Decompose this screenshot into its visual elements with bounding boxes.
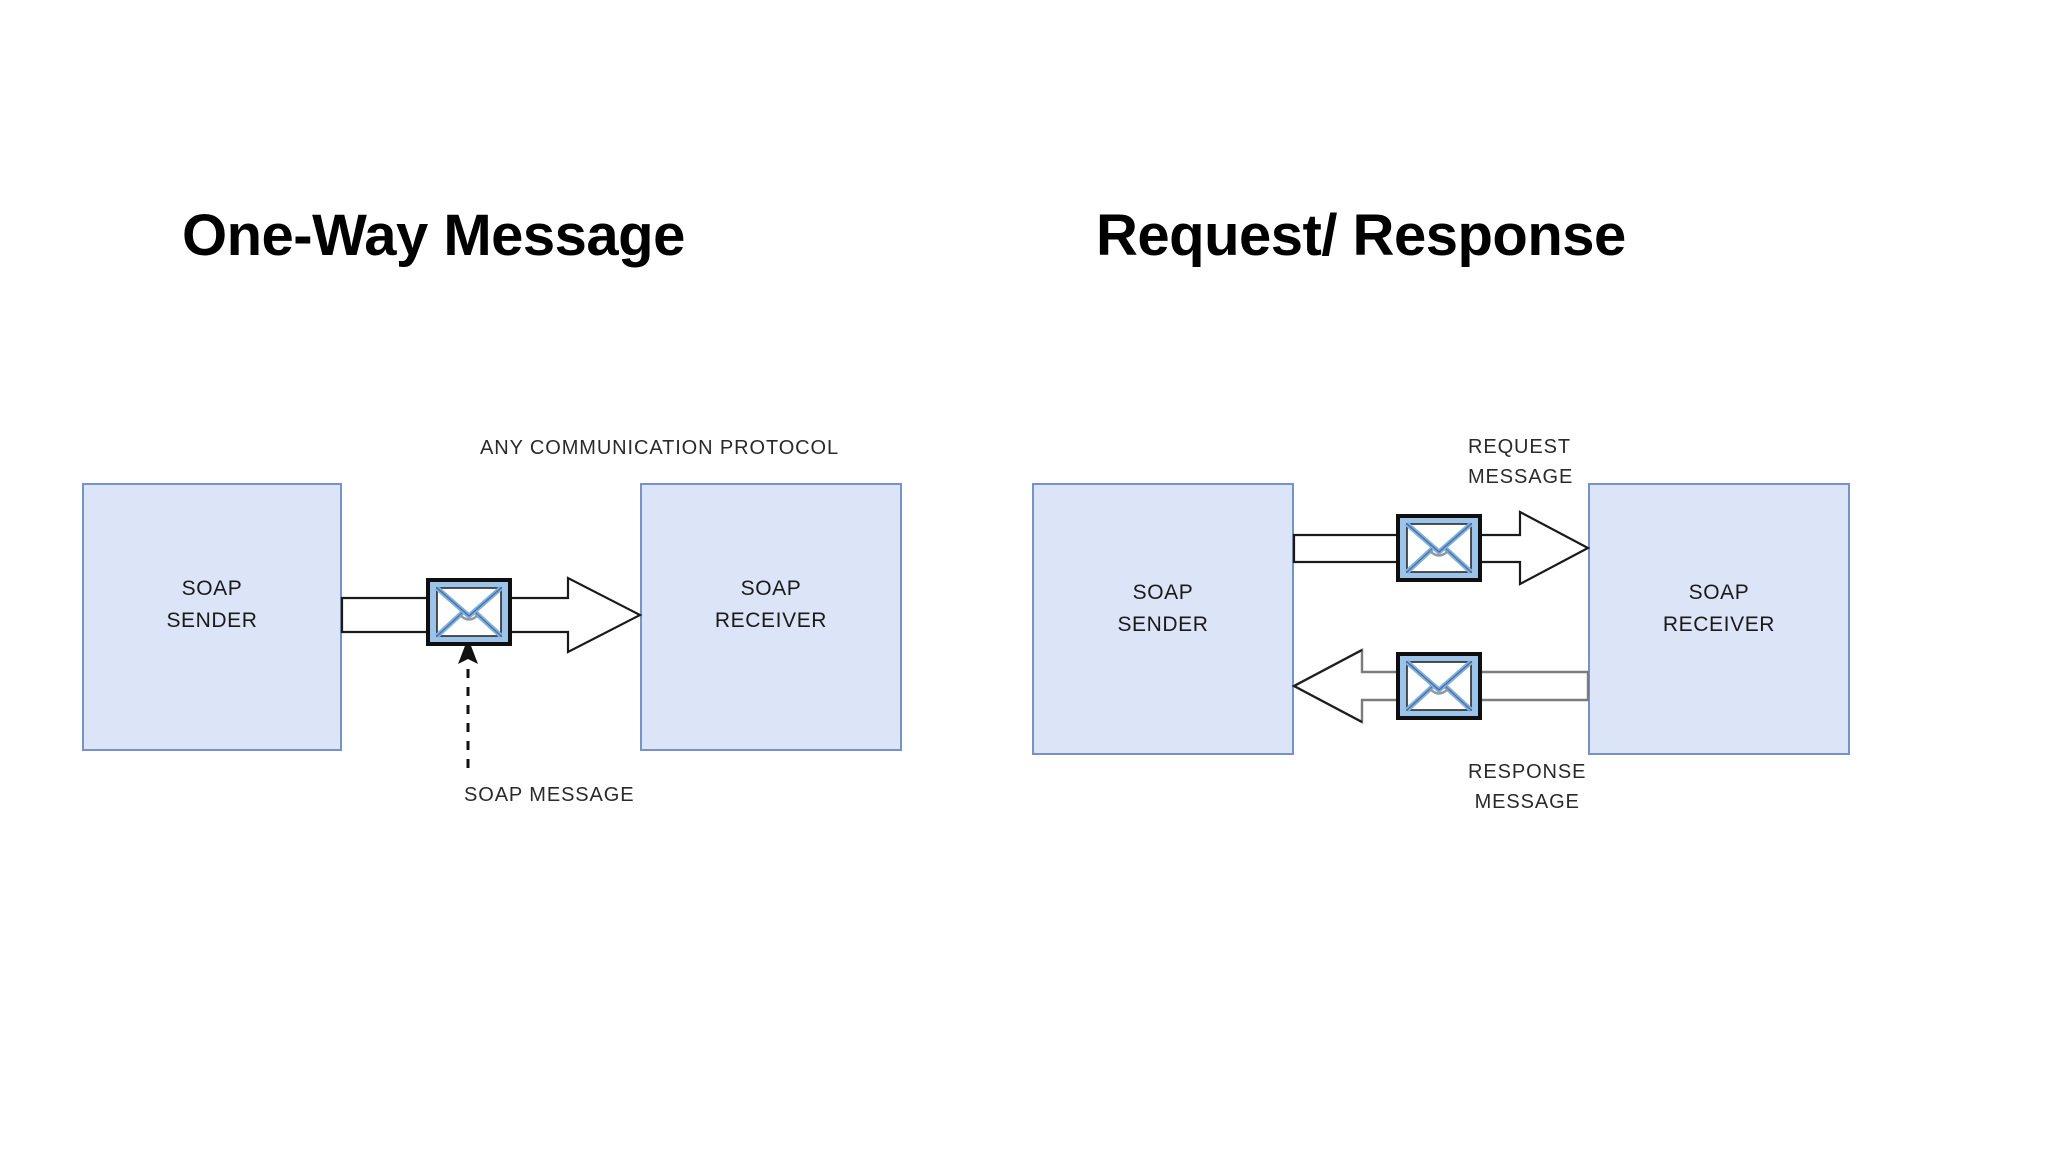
panel-title-request-response: Request/ Response [1096,203,1626,268]
node-soap-receiver-one-way[interactable]: SOAP RECEIVER [640,483,902,751]
node-label: SOAP RECEIVER [1662,581,1776,636]
label-request-message: REQUEST MESSAGE [1468,436,1574,488]
node-soap-sender-one-way[interactable]: SOAP SENDER [82,483,342,751]
label-any-communication-protocol: ANY COMMUNICATION PROTOCOL [480,437,839,459]
node-label: SOAP RECEIVER [714,577,828,632]
panel-title-one-way: One-Way Message [182,203,685,268]
label-soap-message: SOAP MESSAGE [464,784,635,806]
node-label: SOAP SENDER [1117,581,1209,636]
envelope-icon [1396,514,1482,582]
envelope-icon [1396,652,1482,720]
node-soap-receiver-request-response[interactable]: SOAP RECEIVER [1588,483,1850,755]
label-response-message: RESPONSE MESSAGE [1468,761,1587,813]
envelope-icon [426,578,512,646]
node-soap-sender-request-response[interactable]: SOAP SENDER [1032,483,1294,755]
node-label: SOAP SENDER [166,577,258,632]
